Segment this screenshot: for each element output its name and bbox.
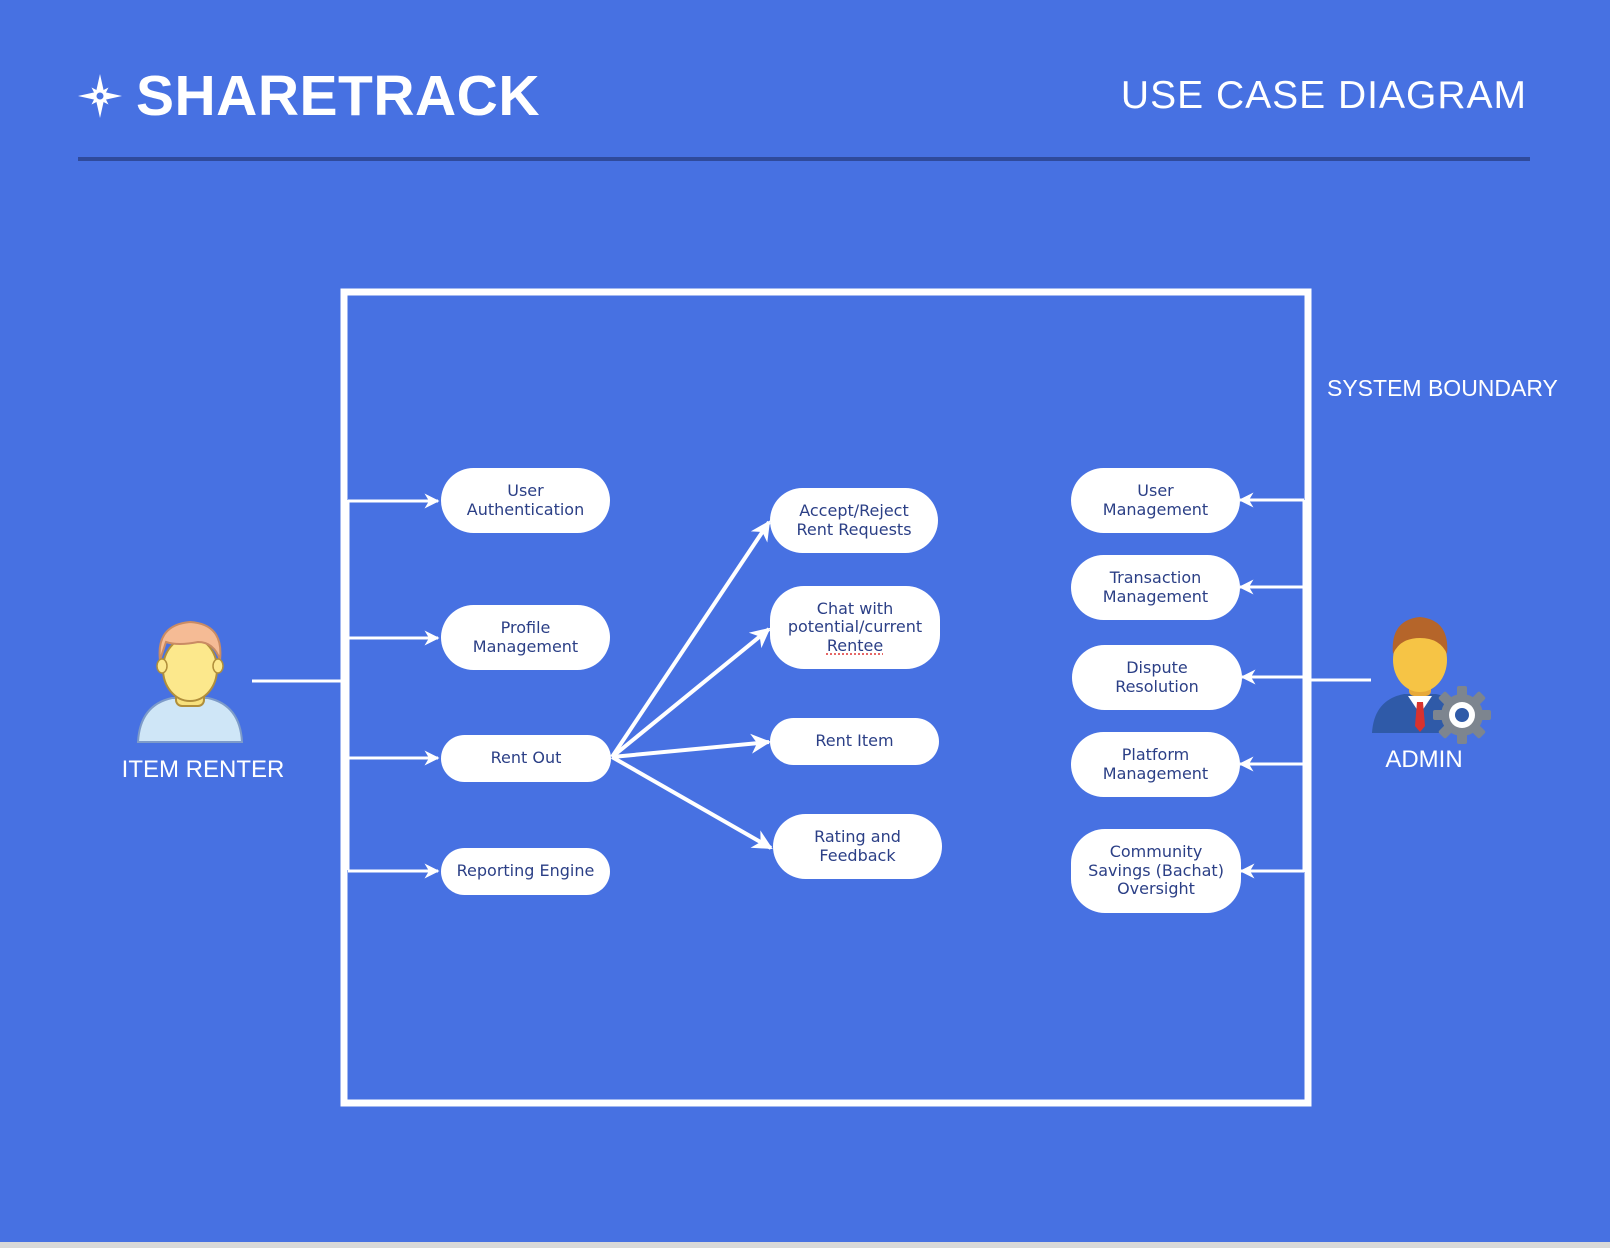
admin-gear-avatar-icon <box>1372 617 1491 744</box>
usecase-transaction-management: Transaction Management <box>1071 555 1240 620</box>
admin-connections <box>1238 492 1371 879</box>
usecase-reporting-engine: Reporting Engine <box>441 848 610 895</box>
usecase-chat-text: Chat with potential/current <box>787 598 923 637</box>
user-avatar-icon <box>136 620 244 743</box>
usecase-accept-reject-requests: Accept/Reject Rent Requests <box>770 488 938 553</box>
header-divider <box>78 157 1530 161</box>
brand-name: SHARETRACK <box>136 64 540 128</box>
system-boundary-label: SYSTEM BOUNDARY <box>1327 375 1558 401</box>
usecase-rent-out: Rent Out <box>441 735 611 782</box>
usecase-user-authentication: User Authentication <box>441 468 610 533</box>
brand-logo: SHARETRACK <box>76 64 540 128</box>
compass-star-icon <box>78 74 122 118</box>
usecase-chat-rentee-word: Rentee <box>826 635 884 655</box>
usecase-profile-management: Profile Management <box>441 605 610 670</box>
usecase-chat-with-rentee: Chat with potential/current Rentee <box>770 586 940 669</box>
system-boundary <box>340 288 1312 1107</box>
actor-item-renter-label: ITEM RENTER <box>121 756 285 783</box>
actor-admin-label: ADMIN <box>1385 746 1463 773</box>
usecase-rating-feedback: Rating and Feedback <box>773 814 942 879</box>
bottom-strip <box>0 1242 1610 1248</box>
usecase-rent-item: Rent Item <box>770 718 939 765</box>
usecase-community-savings-oversight: Community Savings (Bachat) Oversight <box>1071 829 1241 913</box>
renter-connections <box>252 493 440 879</box>
page-title: USE CASE DIAGRAM <box>1120 74 1527 117</box>
rent-out-connections <box>610 520 773 850</box>
usecase-platform-management: Platform Management <box>1071 732 1240 797</box>
usecase-user-management: User Management <box>1071 468 1240 533</box>
usecase-dispute-resolution: Dispute Resolution <box>1072 645 1242 710</box>
